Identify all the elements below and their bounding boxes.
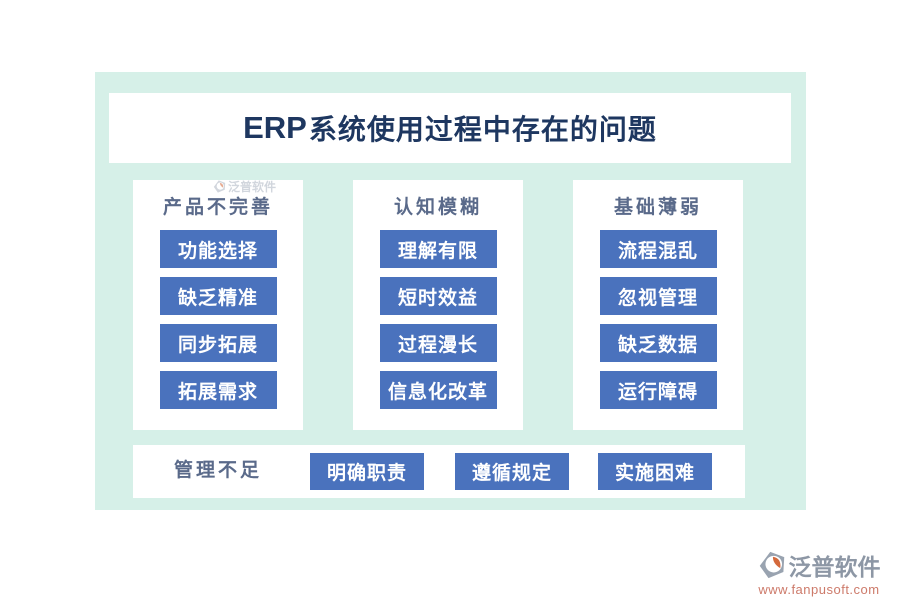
title-erp-text: ERP: [243, 110, 307, 145]
fanpu-logo-icon: [759, 551, 784, 579]
item-box: 拓展需求: [159, 371, 277, 409]
item-box: 忽视管理: [599, 277, 717, 315]
item-box: 过程漫长: [379, 324, 497, 362]
column-header: 基础薄弱: [613, 197, 702, 218]
item-box: 遵循规定: [455, 453, 569, 490]
logo-row: 泛普软件: [758, 548, 881, 582]
item-box: 同步拓展: [159, 324, 277, 362]
column-weak-foundation: 基础薄弱 流程混乱 忽视管理 缺乏数据 运行障碍: [573, 180, 743, 430]
row-management-insufficient: 管理不足 明确职责 遵循规定 实施困难: [133, 445, 745, 498]
logo-name: 泛普软件: [788, 554, 881, 581]
item-box: 信息化改革: [379, 371, 497, 409]
item-box: 运行障碍: [599, 371, 717, 409]
item-box: 缺乏数据: [599, 324, 717, 362]
fanpu-logo: 泛普软件 www.fanpusoft.com: [748, 548, 890, 597]
column-header: 认知模糊: [393, 197, 482, 218]
column-cognition-vague: 认知模糊 理解有限 短时效益 过程漫长 信息化改革: [353, 180, 523, 430]
item-box: 缺乏精准: [159, 277, 277, 315]
logo-url: www.fanpusoft.com: [758, 582, 880, 597]
item-box: 短时效益: [379, 277, 497, 315]
column-header: 产品不完善: [162, 197, 273, 218]
item-box: 流程混乱: [599, 230, 717, 268]
main-panel: ERP 系统使用过程中存在的问题 产品不完善 功能选择 缺乏精准 同步拓展 拓展…: [95, 72, 806, 510]
title-bar: ERP 系统使用过程中存在的问题: [109, 93, 791, 163]
page-title: 系统使用过程中存在的问题: [308, 113, 657, 146]
item-box: 实施困难: [598, 453, 712, 490]
item-box: 理解有限: [379, 230, 497, 268]
item-box: 明确职责: [310, 453, 424, 490]
item-box: 功能选择: [159, 230, 277, 268]
column-product-imperfect: 产品不完善 功能选择 缺乏精准 同步拓展 拓展需求: [133, 180, 303, 430]
row-header: 管理不足: [173, 460, 262, 481]
